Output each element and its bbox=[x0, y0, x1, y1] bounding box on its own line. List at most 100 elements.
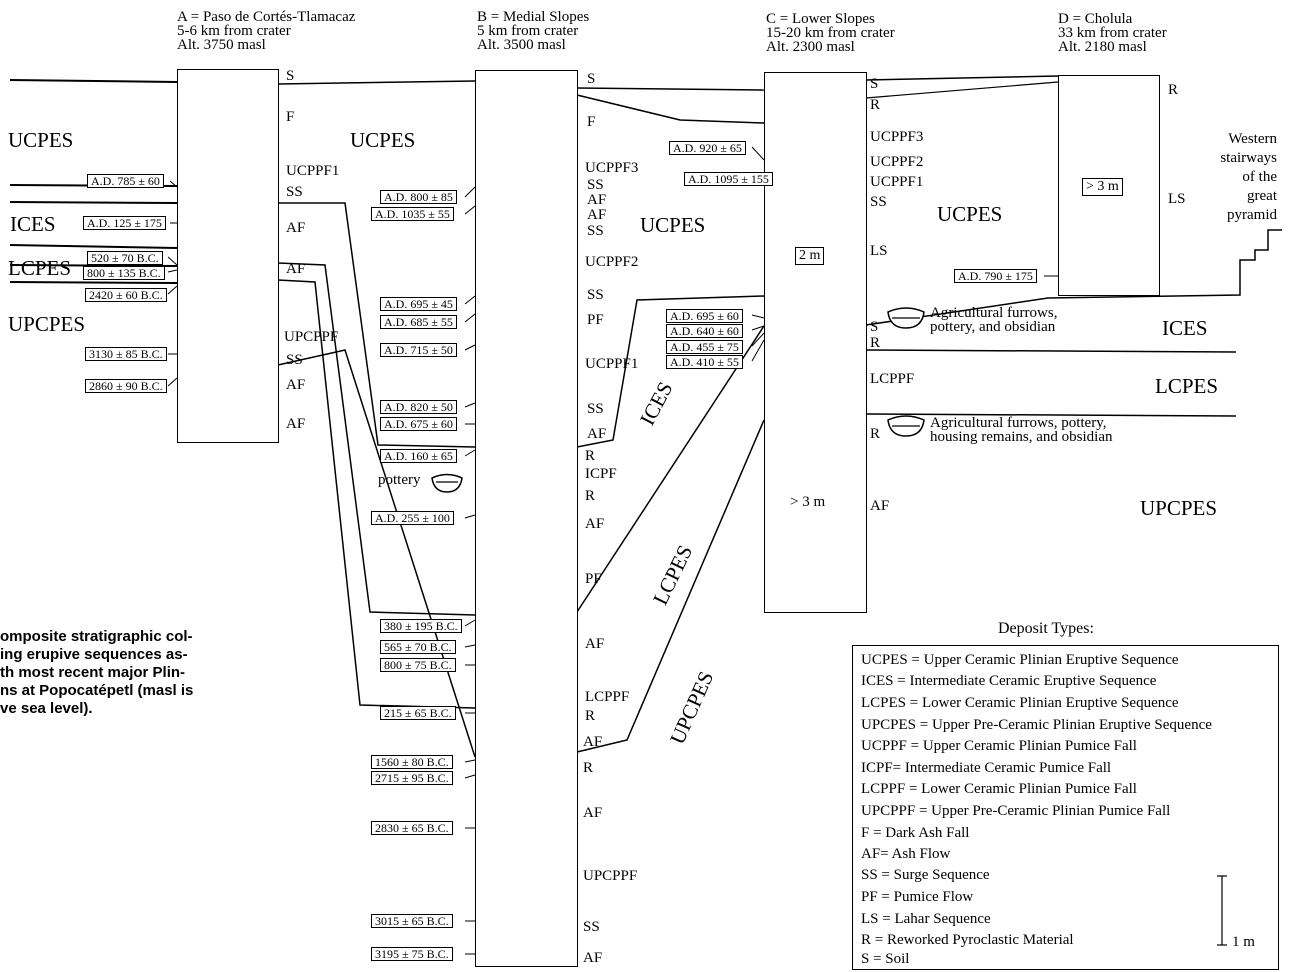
pyramid-line: pyramid bbox=[1212, 206, 1277, 225]
legend-item: LS = Lahar Sequence bbox=[861, 911, 991, 928]
legend-item: F = Dark Ash Fall bbox=[861, 825, 969, 842]
sequence-right-upcpes: UPCPES bbox=[1140, 496, 1217, 521]
legend-title: Deposit Types: bbox=[998, 620, 1094, 638]
legend-item: SS = Surge Sequence bbox=[861, 867, 990, 884]
b-layer-label: R bbox=[585, 488, 595, 505]
a-date-label: A.D. 785 ± 60 bbox=[87, 174, 164, 188]
bowl-icon-upper bbox=[888, 308, 924, 328]
column-b-header: B = Medial Slopes 5 km from crater Alt. … bbox=[477, 10, 589, 52]
b-date-label: A.D. 715 ± 50 bbox=[380, 343, 457, 357]
d-date-label: A.D. 790 ± 175 bbox=[954, 269, 1037, 283]
b-layer-label: AF bbox=[585, 516, 604, 533]
c-thickness-label: 2 m bbox=[795, 247, 824, 265]
column-b-title: B = Medial Slopes bbox=[477, 10, 589, 24]
a-layer-label: AF bbox=[286, 261, 305, 278]
column-c-header: C = Lower Slopes 15-20 km from crater Al… bbox=[766, 12, 895, 54]
c-layer-label: LS bbox=[870, 243, 888, 260]
sequence-mid-ucpes: UCPES bbox=[350, 128, 415, 153]
b-date-label: 1560 ± 80 B.C. bbox=[371, 755, 453, 769]
b-layer-label: UCPPF2 bbox=[585, 254, 638, 271]
c-layer-label: R bbox=[870, 97, 880, 114]
caption-line: ns at Popocatépetl (masl is bbox=[0, 682, 193, 700]
b-layer-label: UCPPF3 bbox=[585, 160, 638, 177]
scale-label: 1 m bbox=[1232, 934, 1255, 951]
c-layer-label: SS bbox=[870, 194, 887, 211]
c-layer-label: R bbox=[870, 426, 880, 443]
sequence-left-upcpes: UPCPES bbox=[8, 312, 85, 337]
c-date-label: A.D. 640 ± 60 bbox=[666, 324, 743, 338]
c-thickness-label: > 3 m bbox=[790, 494, 825, 511]
legend-item: UCPES = Upper Ceramic Plinian Eruptive S… bbox=[861, 652, 1179, 669]
legend-item: AF= Ash Flow bbox=[861, 846, 950, 863]
b-date-label: 800 ± 75 B.C. bbox=[380, 658, 456, 672]
sequence-right-ices: ICES bbox=[1162, 316, 1208, 341]
b-layer-label: AF bbox=[587, 426, 606, 443]
a-layer-label: F bbox=[286, 109, 294, 126]
legend-item: ICES = Intermediate Ceramic Eruptive Seq… bbox=[861, 673, 1156, 690]
legend-item: ICPF= Intermediate Ceramic Pumice Fall bbox=[861, 760, 1111, 777]
b-date-label: A.D. 160 ± 65 bbox=[380, 449, 457, 463]
b-layer-label: F bbox=[587, 114, 595, 131]
c-layer-label: R bbox=[870, 335, 880, 352]
a-layer-label: UCPPF1 bbox=[286, 163, 339, 180]
c-layer-label: UCPPF1 bbox=[870, 174, 923, 191]
a-date-label: 2860 ± 90 B.C. bbox=[85, 379, 167, 393]
pottery-icon bbox=[432, 475, 462, 493]
b-layer-label: PF bbox=[585, 571, 602, 588]
b-date-label: 2830 ± 65 B.C. bbox=[371, 821, 453, 835]
b-layer-label: AF bbox=[583, 734, 602, 751]
b-date-label: 215 ± 65 B.C. bbox=[380, 706, 456, 720]
b-layer-label: R bbox=[585, 448, 595, 465]
b-layer-label: AF bbox=[583, 805, 602, 822]
column-c-distance: 15-20 km from crater bbox=[766, 26, 895, 40]
pottery-label: pottery bbox=[378, 472, 421, 489]
column-a-header: A = Paso de Cortés-Tlamacaz 5-6 km from … bbox=[177, 10, 355, 52]
b-layer-label: SS bbox=[583, 919, 600, 936]
caption-line: ve sea level). bbox=[0, 700, 193, 718]
legend-item: R = Reworked Pyroclastic Material bbox=[861, 932, 1074, 949]
b-layer-label: ICPF bbox=[585, 466, 617, 483]
a-layer-label: S bbox=[286, 68, 294, 85]
a-layer-label: AF bbox=[286, 220, 305, 237]
b-layer-label: R bbox=[583, 760, 593, 777]
sequence-left-ucpes: UCPES bbox=[8, 128, 73, 153]
sequence-c-ucpes: UCPES bbox=[937, 202, 1002, 227]
b-date-label: A.D. 675 ± 60 bbox=[380, 417, 457, 431]
furrows-note-upper: Agricultural furrows, pottery, and obsid… bbox=[930, 306, 1057, 334]
d-thickness-label: > 3 m bbox=[1082, 178, 1123, 196]
a-date-label: A.D. 125 ± 175 bbox=[83, 216, 166, 230]
column-c-altitude: Alt. 2300 masl bbox=[766, 40, 895, 54]
legend-item: S = Soil bbox=[861, 951, 909, 968]
c-date-label: A.D. 410 ± 55 bbox=[666, 355, 743, 369]
c-date-label: A.D. 455 ± 75 bbox=[666, 340, 743, 354]
c-layer-label: UCPPF3 bbox=[870, 129, 923, 146]
b-date-label: 2715 ± 95 B.C. bbox=[371, 771, 453, 785]
b-layer-label: SS bbox=[587, 223, 604, 240]
c-layer-label: S bbox=[870, 319, 878, 336]
d-layer-label: LS bbox=[1168, 191, 1186, 208]
a-layer-label: AF bbox=[286, 416, 305, 433]
pyramid-line: of the bbox=[1212, 168, 1277, 187]
legend-item: UCPPF = Upper Ceramic Plinian Pumice Fal… bbox=[861, 738, 1137, 755]
pyramid-line: great bbox=[1212, 187, 1277, 206]
a-date-label: 520 ± 70 B.C. bbox=[87, 251, 163, 265]
b-date-label: A.D. 685 ± 55 bbox=[380, 315, 457, 329]
column-b-distance: 5 km from crater bbox=[477, 24, 589, 38]
b-date-label: A.D. 820 ± 50 bbox=[380, 400, 457, 414]
b-date-label: 3195 ± 75 B.C. bbox=[371, 947, 453, 961]
b-date-label: A.D. 800 ± 85 bbox=[380, 190, 457, 204]
column-c-title: C = Lower Slopes bbox=[766, 12, 895, 26]
b-layer-label: R bbox=[585, 708, 595, 725]
b-date-label: A.D. 255 ± 100 bbox=[371, 511, 454, 525]
legend-item: UPCPES = Upper Pre-Ceramic Plinian Erupt… bbox=[861, 717, 1212, 734]
pyramid-line: Western bbox=[1212, 130, 1277, 149]
a-date-label: 800 ± 135 B.C. bbox=[83, 266, 165, 280]
furrows-line: housing remains, and obsidian bbox=[930, 430, 1112, 444]
a-layer-label: UPCPPF bbox=[284, 329, 338, 346]
sequence-left-lcpes: LCPES bbox=[8, 256, 71, 281]
b-date-label: 380 ± 195 B.C. bbox=[380, 619, 462, 633]
b-date-label: 565 ± 70 B.C. bbox=[380, 640, 456, 654]
sequence-b-ucpes: UCPES bbox=[640, 213, 705, 238]
c-layer-label: AF bbox=[870, 498, 889, 515]
c-date-label: A.D. 695 ± 60 bbox=[666, 309, 743, 323]
